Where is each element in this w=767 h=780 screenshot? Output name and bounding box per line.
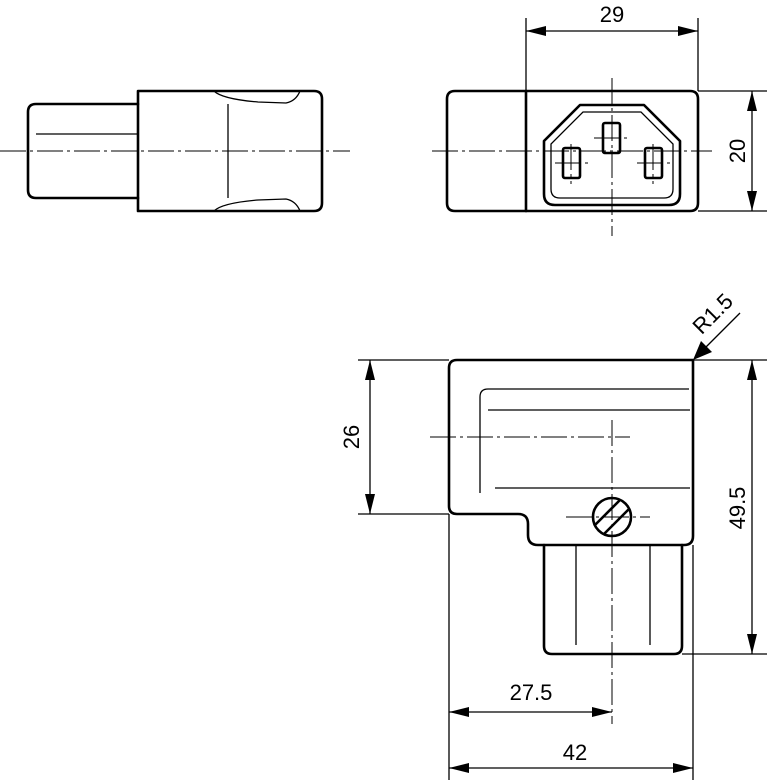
top-view-cable-stub <box>542 543 684 656</box>
socket-outer-outline <box>542 103 682 207</box>
dimension-height-upper-label: 26 <box>339 425 364 449</box>
top-view <box>430 358 695 724</box>
dimension-width-total: 42 <box>449 545 694 780</box>
dimension-width-total-label: 42 <box>563 740 587 765</box>
dimension-height-front: 20 <box>698 90 767 212</box>
screw-slot-2 <box>603 508 630 535</box>
dimension-offset-center: 27.5 <box>448 514 612 780</box>
front-view <box>432 78 712 236</box>
dimension-height-upper: 26 <box>339 359 449 515</box>
dimension-height-total: 49.5 <box>682 359 767 655</box>
dimension-offset-center-label: 27.5 <box>510 680 553 705</box>
side-view-body <box>136 89 324 213</box>
side-view-bottom-contour <box>213 198 301 212</box>
dimension-height-front-label: 20 <box>725 139 750 163</box>
dimension-radius-label: R1.5 <box>687 288 738 339</box>
top-view-body <box>447 358 695 547</box>
side-view-cable-stub <box>26 102 140 200</box>
socket-inner-outline <box>550 111 674 199</box>
dimension-height-total-label: 49.5 <box>725 487 750 530</box>
side-view-top-contour <box>213 90 301 104</box>
top-view-body-inner-contour <box>479 388 689 493</box>
dimension-width-top: 29 <box>525 2 699 91</box>
screw-head <box>591 496 633 538</box>
dimension-width-top-label: 29 <box>600 2 624 27</box>
front-view-body <box>445 89 700 213</box>
dimension-radius: R1.5 <box>687 288 741 360</box>
screw-slot-1 <box>594 499 621 526</box>
side-view <box>0 89 350 213</box>
